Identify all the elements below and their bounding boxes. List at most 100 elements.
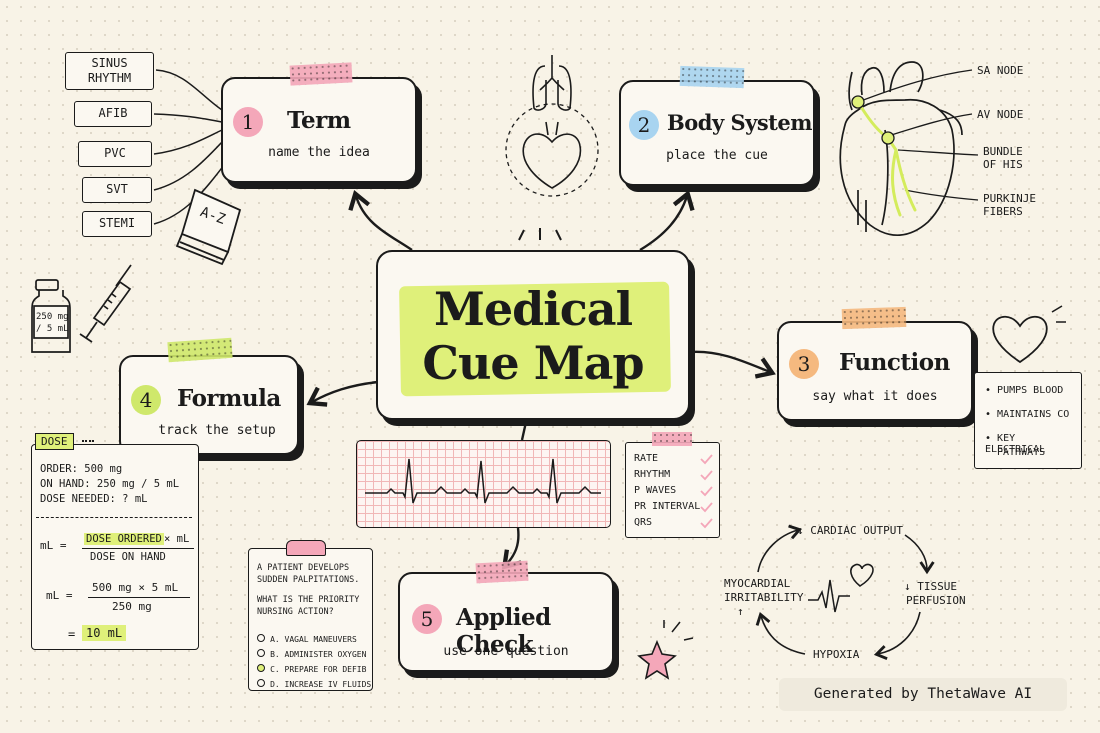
cycle-cardiac-output: ↓ CARDIAC OUTPUT — [797, 524, 903, 537]
option-b-radio[interactable] — [257, 648, 265, 657]
av-node-label: AV NODE — [977, 108, 1024, 121]
formula1-denominator: DOSE ON HAND — [90, 551, 166, 563]
conduction-pathway — [856, 100, 917, 217]
formula1-lhs: mL = — [40, 539, 67, 552]
arrow-to-term — [348, 189, 413, 251]
body-system-title: Body System — [667, 110, 812, 135]
option-c-radio-selected[interactable] — [257, 663, 265, 672]
sa-node-dot — [851, 95, 865, 109]
option-d-label: D. INCREASE IV FLUIDS — [270, 680, 372, 689]
star-icon — [637, 639, 677, 680]
function-item-2-text: MAINTAINS CO — [997, 409, 1070, 420]
anatomy-heart-icon — [522, 121, 582, 189]
vial-label-line1: 250 mg — [36, 312, 69, 322]
dose-order: ORDER: 500 mg — [40, 463, 123, 475]
cycle-hypoxia: HYPOXIA — [813, 648, 860, 661]
checklist-p-waves: P WAVES — [634, 485, 677, 496]
star-spark-marks — [663, 620, 694, 641]
checkmark-icons — [700, 454, 713, 529]
clipboard-clip — [286, 540, 326, 556]
function-subtitle: say what it does — [812, 389, 938, 404]
term-tag-pvc: PVC — [78, 141, 152, 167]
result-equals: = — [68, 627, 76, 641]
spark-marks — [518, 228, 562, 241]
dose-tag: DOSE — [35, 433, 74, 450]
body-system-tape — [679, 65, 745, 89]
question-clipboard: A PATIENT DEVELOPS SUDDEN PALPITATIONS. … — [248, 548, 373, 691]
central-title-card: Medical Cue Map — [376, 250, 690, 420]
formula-card: 4 Formula track the setup — [119, 355, 299, 455]
tag-connectors — [153, 69, 229, 225]
purkinje-label-line1: PURKINJE — [983, 192, 1036, 205]
function-card: 3 Function say what it does — [777, 321, 973, 421]
function-tape — [841, 306, 907, 330]
ecg-trace — [365, 458, 601, 504]
term-card: 1 Term name the idea — [221, 77, 417, 183]
term-subtitle: name the idea — [268, 145, 370, 160]
heart-spark-marks — [1051, 305, 1066, 323]
dose-dots — [82, 440, 94, 442]
option-d-radio[interactable] — [257, 678, 265, 687]
cycle-irritability-line1: MYOCARDIAL — [724, 577, 791, 590]
vial-label-line2: / 5 mL — [36, 324, 69, 334]
ecg-checklist: RATE RHYTHM P WAVES PR INTERVAL QRS — [625, 442, 720, 538]
applied-check-tape — [475, 560, 529, 584]
option-b[interactable]: B. ADMINISTER OXYGEN — [257, 642, 366, 661]
formula2-bar — [88, 597, 190, 598]
cycle-up-arrow: ↑ — [737, 605, 744, 618]
function-item-1: • PUMPS BLOOD — [985, 385, 1064, 396]
line-to-ecg — [520, 421, 528, 441]
question-ask-line1: WHAT IS THE PRIORITY — [257, 595, 360, 605]
question-ask-line2: NURSING ACTION? — [257, 607, 334, 617]
term-tag-svt: SVT — [82, 177, 152, 203]
formula1-bar — [82, 548, 194, 549]
ecg-strip — [356, 440, 611, 528]
anatomy-heart-circle — [505, 103, 599, 197]
formula2-lhs: mL = — [46, 589, 73, 602]
heart-leaders — [857, 69, 979, 201]
formula-title: Formula — [177, 385, 281, 412]
term-tag-afib: AFIB — [74, 101, 152, 127]
cycle-arc-top-left — [757, 524, 803, 573]
function-number: 3 — [789, 349, 819, 379]
cycle-heart-icon — [850, 563, 874, 587]
cycle-tissue-line2: PERFUSION — [906, 594, 966, 607]
function-item-1-text: PUMPS BLOOD — [997, 385, 1064, 396]
lungs-icon — [532, 55, 572, 111]
option-d[interactable]: D. INCREASE IV FLUIDS — [257, 672, 371, 691]
function-item-3: • KEY ELECTRICAL — [985, 433, 1046, 455]
vial-icon — [31, 279, 71, 353]
purkinje-label-line2: FIBERS — [983, 205, 1023, 218]
option-a-radio[interactable] — [257, 633, 265, 642]
function-item-3-text: KEY ELECTRICAL — [985, 433, 1046, 455]
body-system-card: 2 Body System place the cue — [619, 80, 815, 186]
arrow-to-function — [689, 350, 776, 379]
dose-needed: DOSE NEEDED: ? mL — [40, 493, 148, 505]
page-title-line1: Medical — [433, 282, 633, 336]
term-tag-stemi: STEMI — [82, 211, 152, 237]
checklist-tape — [652, 432, 692, 446]
applied-check-title: Applied Check — [456, 604, 551, 658]
formula2-numerator: 500 mg × 5 mL — [92, 581, 179, 594]
applied-check-number: 5 — [412, 604, 442, 634]
question-stem-line1: A PATIENT DEVELOPS — [257, 563, 350, 573]
checklist-rate: RATE — [634, 453, 659, 464]
dose-divider — [36, 517, 192, 518]
arrow-to-applied — [501, 527, 522, 570]
formula1-numerator: DOSE ORDERED — [84, 533, 164, 545]
book-icon — [175, 188, 242, 266]
option-a[interactable]: A. VAGAL MANEUVERS — [257, 627, 357, 646]
checklist-pr-interval: PR INTERVAL — [634, 501, 701, 512]
heart-anatomy-drawing — [839, 61, 963, 237]
cycle-tissue-line1: ↓ TISSUE — [904, 580, 957, 593]
formula2-denominator: 250 mg — [112, 600, 152, 613]
function-item-2: • MAINTAINS CO — [985, 409, 1070, 420]
term-number: 1 — [233, 107, 263, 137]
term-tag-sinus-rhythm: SINUS RHYTHM — [65, 52, 154, 90]
sa-node-label: SA NODE — [977, 64, 1024, 77]
checklist-qrs: QRS — [634, 517, 653, 528]
dose-on-hand: ON HAND: 250 mg / 5 mL — [40, 478, 180, 490]
option-c[interactable]: C. PREPARE FOR DEFIB — [257, 657, 366, 676]
body-system-number: 2 — [629, 110, 659, 140]
bundle-label-line2: OF HIS — [983, 158, 1023, 171]
